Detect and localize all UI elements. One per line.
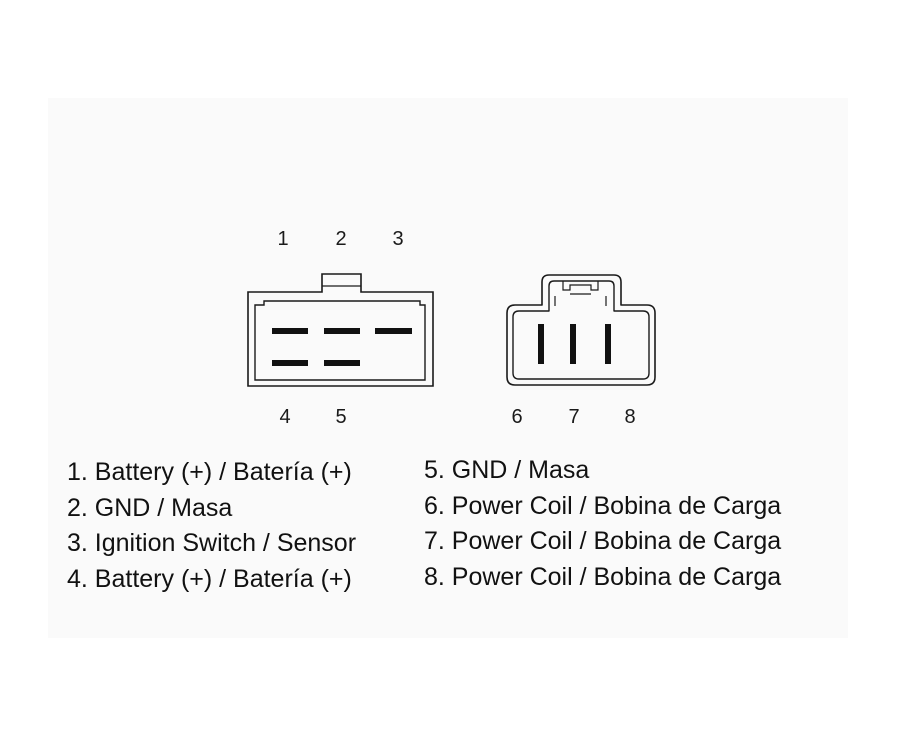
pin-label-3: 3 xyxy=(392,228,404,250)
pin-legend-right: 5. GND / Masa 6. Power Coil / Bobina de … xyxy=(424,453,781,595)
pin-terminal-3 xyxy=(375,328,412,334)
pin-terminal-4 xyxy=(272,360,308,366)
pin-label-1: 1 xyxy=(277,228,289,250)
right-connector-lock-tab xyxy=(562,281,599,291)
diagram-background xyxy=(48,98,848,638)
legend-item-1: 1. Battery (+) / Batería (+) xyxy=(67,458,352,486)
legend-item-2: 2. GND / Masa xyxy=(67,493,233,522)
right-connector xyxy=(506,274,656,386)
legend-item-4: 4. Battery (+) / Batería (+) xyxy=(67,564,352,593)
left-connector xyxy=(247,273,434,387)
pin-terminal-7 xyxy=(570,324,576,364)
legend-item-7: 7. Power Coil / Bobina de Carga xyxy=(424,527,782,555)
pin-label-8: 8 xyxy=(624,406,636,428)
pin-terminal-6 xyxy=(538,324,544,364)
legend-item-6: 6. Power Coil / Bobina de Carga xyxy=(424,491,782,520)
pin-terminal-2 xyxy=(324,328,360,334)
left-connector-inner-wall xyxy=(254,300,426,381)
pin-label-4: 4 xyxy=(279,406,291,428)
pin-terminal-1 xyxy=(272,328,308,334)
pin-label-6: 6 xyxy=(511,406,523,428)
legend-item-5: 5. GND / Masa xyxy=(424,456,590,484)
left-connector-housing xyxy=(247,273,434,387)
pin-label-2: 2 xyxy=(335,228,347,250)
right-connector-inner-wall xyxy=(512,280,650,380)
pin-terminal-8 xyxy=(605,324,611,364)
right-connector-lock-slot xyxy=(554,293,607,306)
legend-item-8: 8. Power Coil / Bobina de Carga xyxy=(424,562,782,591)
right-connector-housing xyxy=(506,274,656,386)
pin-legend-left: 1. Battery (+) / Batería (+) 2. GND / Ma… xyxy=(67,455,356,597)
pin-label-5: 5 xyxy=(335,406,347,428)
pin-label-7: 7 xyxy=(568,406,580,428)
legend-item-3: 3. Ignition Switch / Sensor xyxy=(67,529,357,557)
pin-terminal-5 xyxy=(324,360,360,366)
